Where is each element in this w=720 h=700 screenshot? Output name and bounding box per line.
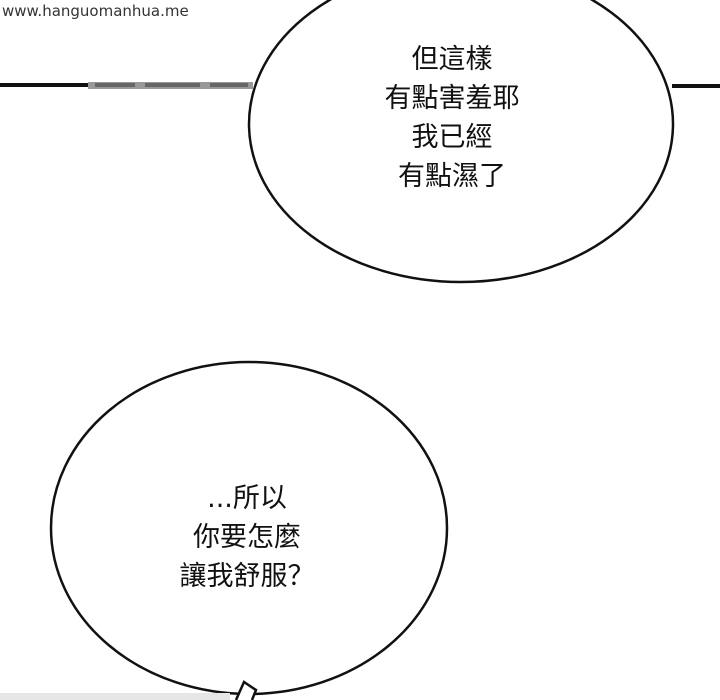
bubble-top-line-2: 有點害羞耶 xyxy=(384,83,520,114)
bubble-bottom-text: ...所以 你要怎麼 讓我舒服？ xyxy=(147,479,347,596)
bubble-bottom-line-2: 你要怎麼 xyxy=(193,522,301,553)
bubble-top-line-1: 但這樣 xyxy=(411,44,493,75)
bubble-top-line-3: 我已經 xyxy=(411,122,493,153)
watermark-text: www.hanguomanhua.me xyxy=(2,2,189,20)
speech-bubble-tail xyxy=(234,680,258,700)
bottom-edge xyxy=(0,693,230,700)
bubble-bottom-line-1: ...所以 xyxy=(207,483,287,514)
speech-bubble-top xyxy=(247,0,675,284)
bubble-top-text: 但這樣 有點害羞耶 我已經 有點濕了 xyxy=(352,40,552,196)
bubble-top-line-4: 有點濕了 xyxy=(398,161,506,192)
bubble-bottom-line-3: 讓我舒服？ xyxy=(179,561,315,592)
